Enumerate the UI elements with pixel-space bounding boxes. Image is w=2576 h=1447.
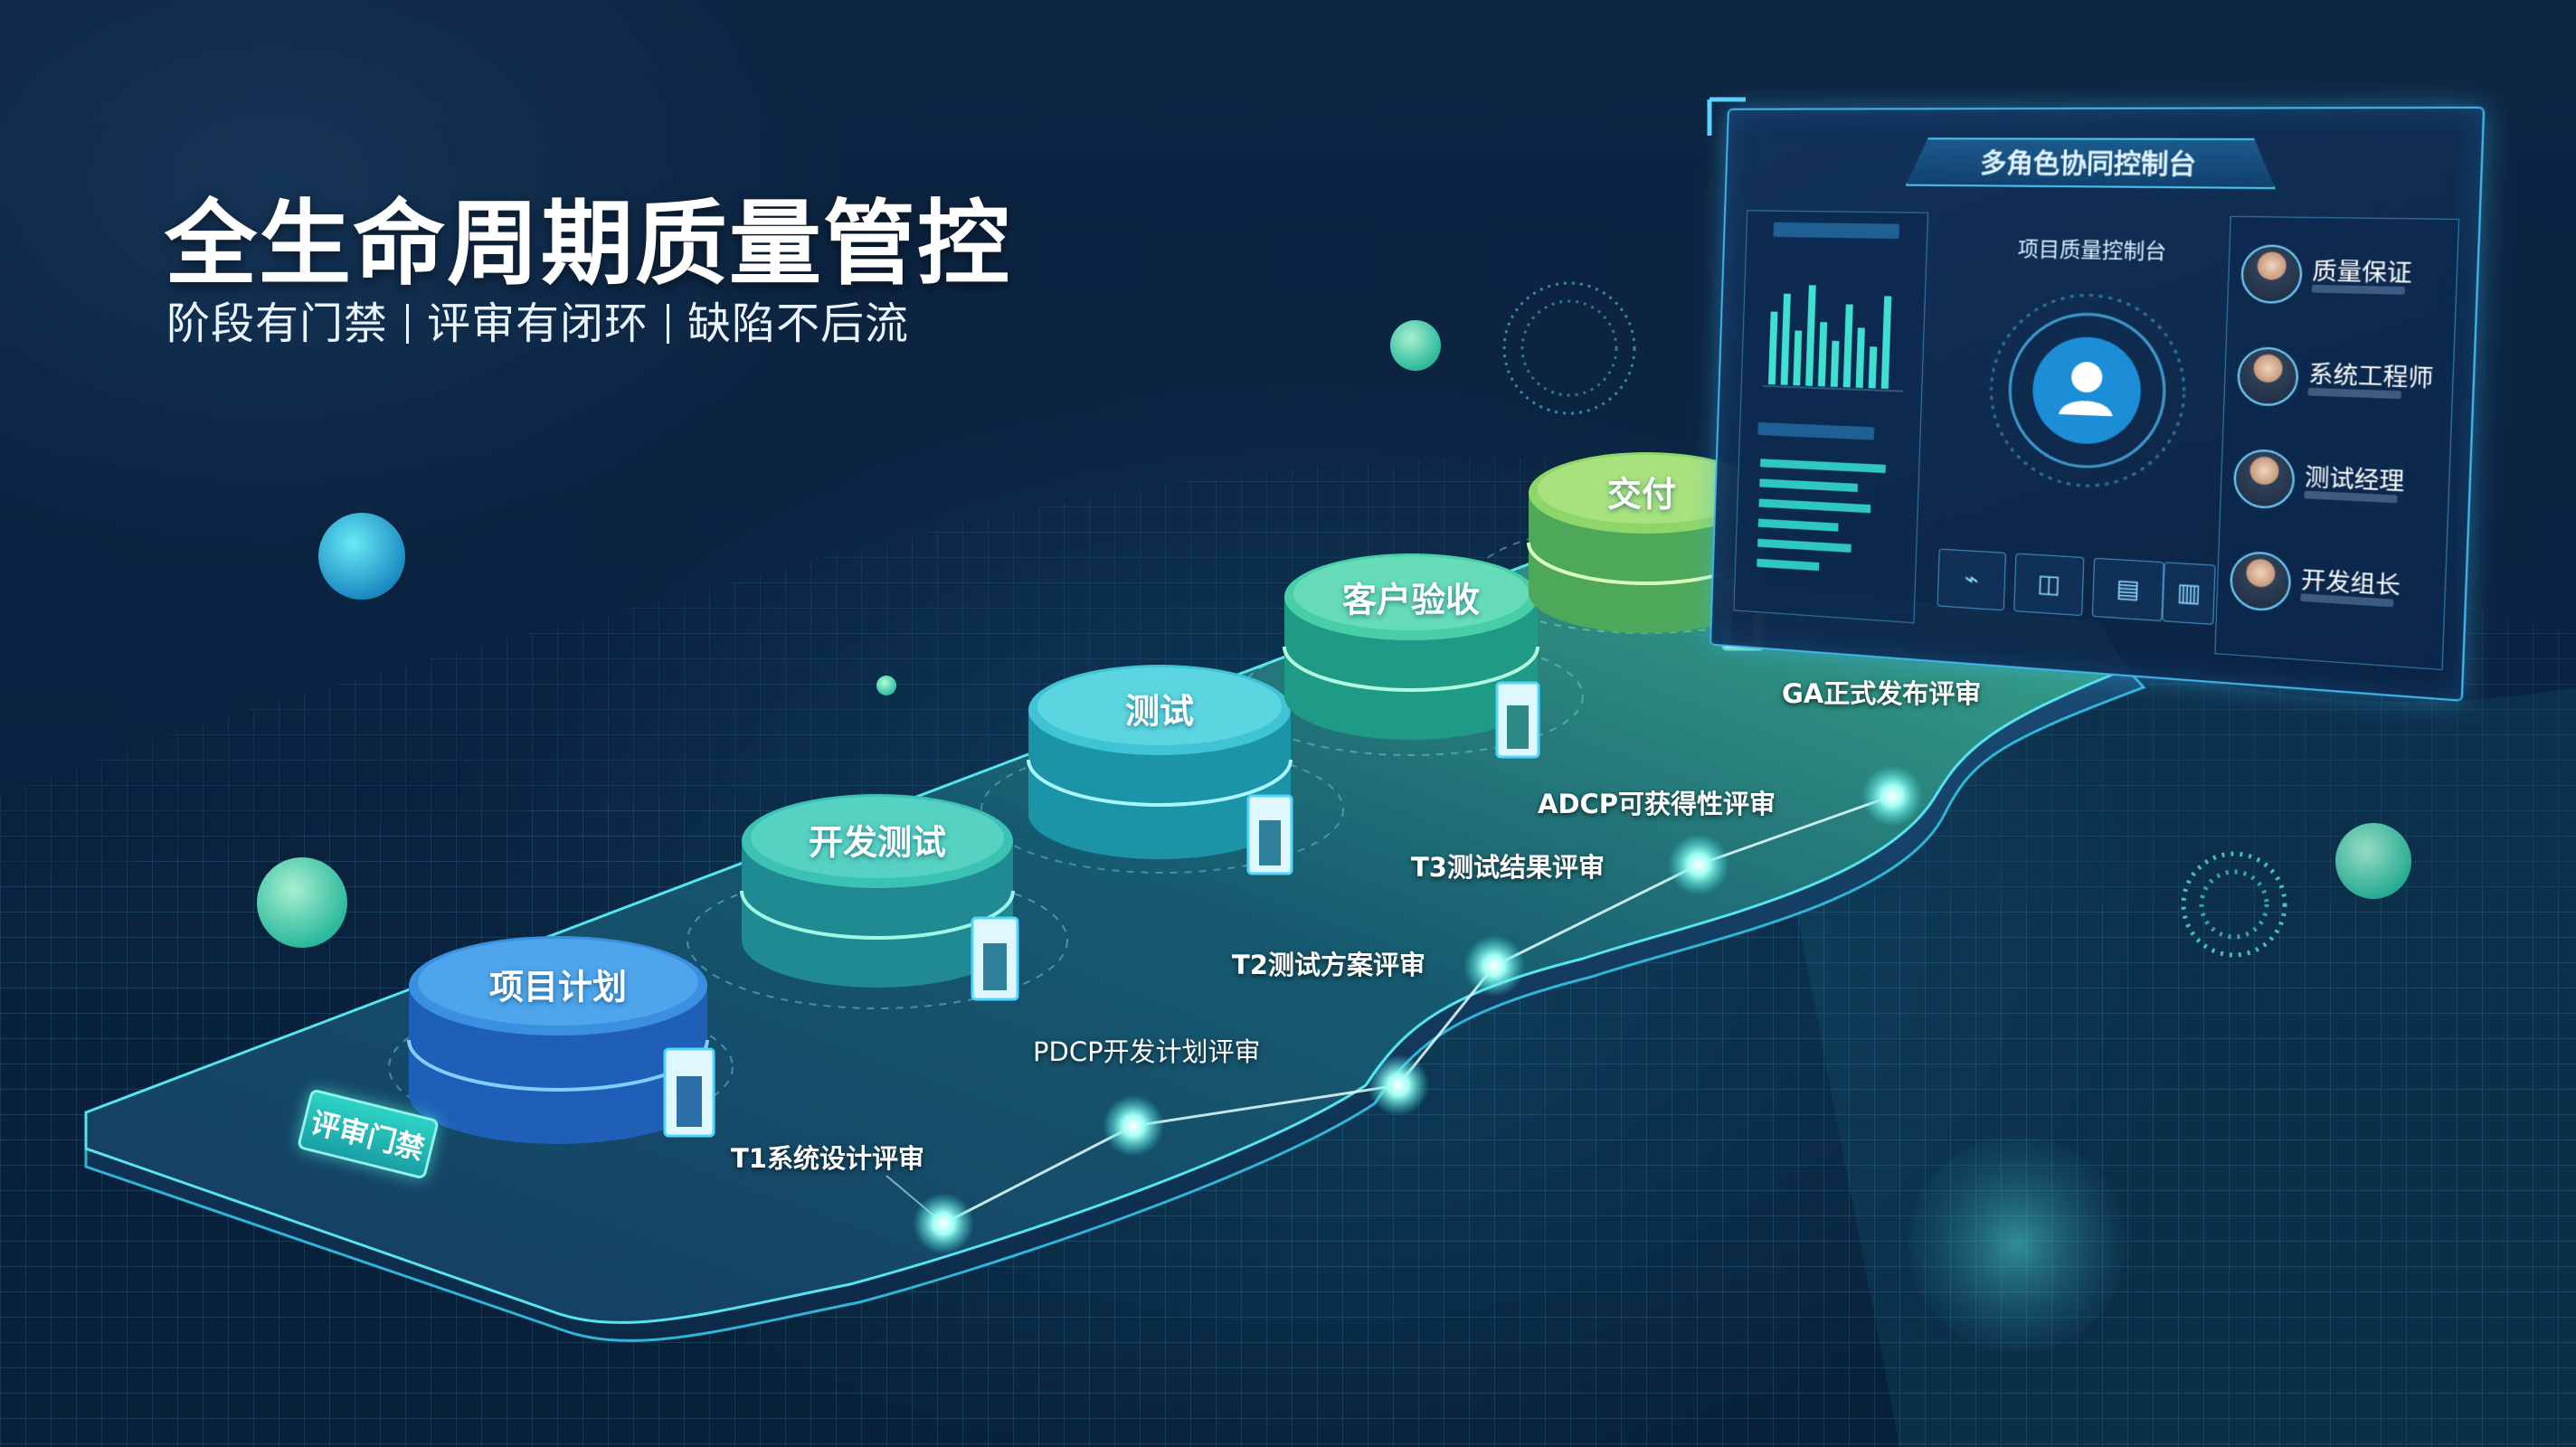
analytics-icon[interactable]: ⌁ bbox=[1937, 548, 2007, 611]
orb-mint-right bbox=[2335, 823, 2411, 899]
review-node-2 bbox=[1103, 1095, 1164, 1157]
orb-tiny bbox=[876, 676, 896, 695]
document-icon[interactable]: ▤ bbox=[2091, 557, 2164, 622]
person-avatar-icon bbox=[2229, 550, 2292, 613]
chart-icon[interactable]: ▥ bbox=[2162, 562, 2216, 625]
panel-center-label: 项目质量控制台 bbox=[2017, 238, 2167, 265]
role-name: 质量保证 bbox=[2311, 257, 2413, 288]
stage-label-delivery: 交付 bbox=[1606, 474, 1677, 515]
page-subtitle: 阶段有门禁评审有闭环缺陷不后流 bbox=[166, 288, 909, 351]
review-node-5 bbox=[1668, 834, 1729, 895]
orb-big-bottom bbox=[1908, 1136, 2126, 1353]
review-label-t3: T3测试结果评审 bbox=[1411, 852, 1605, 883]
subtitle-part-3: 缺陷不后流 bbox=[687, 298, 910, 349]
orb-cyan bbox=[318, 513, 405, 600]
review-node-1 bbox=[913, 1193, 974, 1254]
stage-label-project-plan: 项目计划 bbox=[488, 967, 628, 1007]
user-hub-icon bbox=[1969, 274, 2209, 511]
review-label-t1: T1系统设计评审 bbox=[731, 1143, 924, 1174]
review-label-t2: T2测试方案评审 bbox=[1232, 950, 1425, 980]
stage-cylinders bbox=[407, 452, 1766, 1144]
page-title: 全生命周期质量管控 bbox=[165, 191, 1011, 298]
review-node-6 bbox=[1861, 765, 1923, 827]
stage-label-acceptance: 客户验收 bbox=[1341, 580, 1481, 620]
review-nodes bbox=[913, 765, 1923, 1254]
review-label-pdcp: PDCP开发计划评审 bbox=[1033, 1036, 1261, 1067]
role-item-test-manager[interactable]: 测试经理 bbox=[2232, 440, 2441, 529]
dotted-sphere-right bbox=[2181, 851, 2287, 958]
camera-icon[interactable]: ◫ bbox=[2013, 553, 2085, 617]
decorative-orbs bbox=[257, 281, 2411, 1353]
stage-cylinder-4 bbox=[1283, 553, 1539, 740]
person-avatar-icon bbox=[2232, 448, 2296, 510]
stage-cylinder-2 bbox=[740, 794, 1015, 988]
review-node-4 bbox=[1463, 935, 1525, 997]
subtitle-separator bbox=[406, 304, 410, 344]
role-item-dev-lead[interactable]: 开发组长 bbox=[2229, 543, 2438, 634]
orb-small-top bbox=[1390, 320, 1441, 371]
stage-cylinder-1 bbox=[407, 936, 709, 1144]
review-label-adcp: ADCP可获得性评审 bbox=[1538, 789, 1776, 819]
panel-title: 多角色协同控制台 bbox=[1906, 137, 2278, 189]
subtitle-part-1: 阶段有门禁 bbox=[166, 298, 389, 349]
role-list: 质量保证 系统工程师 测试经理 开发组长 bbox=[2214, 215, 2460, 671]
stage-label-test: 测试 bbox=[1124, 691, 1195, 732]
orb-mint-left bbox=[257, 857, 347, 948]
review-node-3 bbox=[1368, 1055, 1429, 1116]
role-name: 系统工程师 bbox=[2307, 360, 2434, 392]
dotted-sphere-top bbox=[1502, 281, 1636, 415]
stage-cylinder-3 bbox=[1027, 665, 1293, 859]
bar-chart-graphic bbox=[1740, 285, 1926, 427]
panel-charts bbox=[1733, 210, 1929, 624]
person-avatar-icon bbox=[2236, 346, 2300, 407]
stage-cylinder-5 bbox=[1527, 452, 1766, 633]
review-label-ga: GA正式发布评审 bbox=[1782, 678, 1982, 709]
collaboration-console-panel: 多角色协同控制台 bbox=[1709, 106, 2486, 702]
stage-label-dev-test: 开发测试 bbox=[808, 822, 947, 863]
subtitle-part-2: 评审有闭环 bbox=[427, 298, 649, 349]
role-item-system-engineer[interactable]: 系统工程师 bbox=[2236, 338, 2445, 424]
person-avatar-icon bbox=[2240, 244, 2304, 305]
role-item-qa[interactable]: 质量保证 bbox=[2240, 237, 2449, 320]
horizontal-bars-graphic bbox=[1757, 459, 1886, 572]
subtitle-separator bbox=[667, 304, 670, 344]
